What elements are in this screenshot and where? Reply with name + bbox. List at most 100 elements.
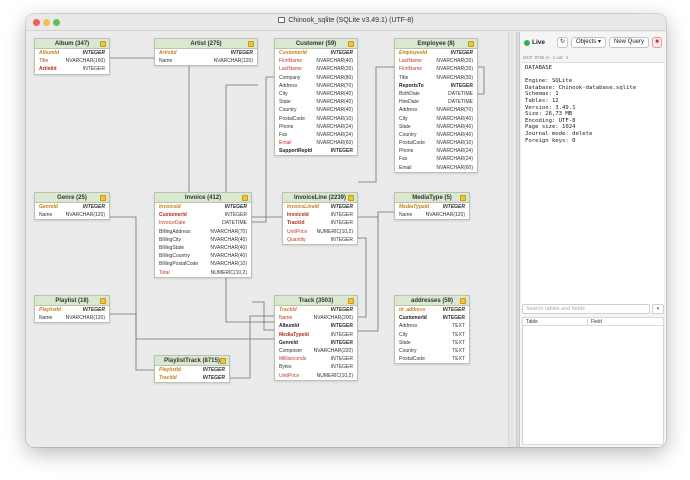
table-select-checkbox[interactable]: [100, 41, 106, 47]
table-select-checkbox[interactable]: [248, 41, 254, 47]
objects-dropdown[interactable]: Objects ▾: [570, 37, 606, 48]
table-select-checkbox[interactable]: [220, 358, 226, 364]
table-header[interactable]: addresses (59): [395, 296, 469, 306]
table-header[interactable]: Artist (275): [155, 39, 257, 49]
table-header[interactable]: MediaType (5): [395, 193, 469, 203]
table-header[interactable]: Genre (25): [35, 193, 109, 203]
table-select-checkbox[interactable]: [460, 298, 466, 304]
table-header[interactable]: Customer (59): [275, 39, 357, 49]
table-select-checkbox[interactable]: [348, 41, 354, 47]
split-divider[interactable]: [516, 32, 520, 447]
table-select-checkbox[interactable]: [468, 41, 474, 47]
zoom-window-button[interactable]: [53, 19, 60, 26]
table-select-checkbox[interactable]: [348, 298, 354, 304]
table-select-checkbox[interactable]: [348, 195, 354, 201]
table-header[interactable]: InvoiceLine (2239): [283, 193, 357, 203]
table-header[interactable]: Playlist (18): [35, 296, 109, 306]
refresh-button[interactable]: ↻: [556, 37, 568, 48]
search-input[interactable]: Search tables and fields: [522, 304, 650, 314]
table-select-checkbox[interactable]: [242, 195, 248, 201]
diagram-scrollbar[interactable]: [508, 32, 514, 447]
table-header[interactable]: Track (3503): [275, 296, 357, 306]
live-indicator[interactable]: Live: [524, 39, 545, 46]
minimize-window-button[interactable]: [43, 19, 50, 26]
search-options-button[interactable]: ▾: [652, 304, 664, 314]
close-window-button[interactable]: [33, 19, 40, 26]
table-select-checkbox[interactable]: [100, 298, 106, 304]
table-header[interactable]: Invoice (412): [155, 193, 251, 203]
table-select-checkbox[interactable]: [460, 195, 466, 201]
